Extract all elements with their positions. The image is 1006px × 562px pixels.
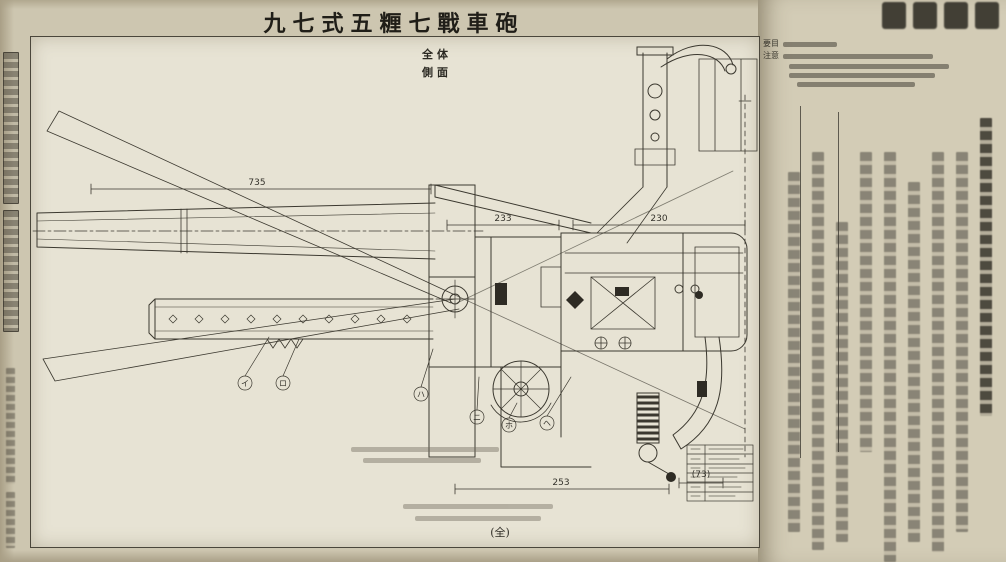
notes-block: 要目 注意 (763, 40, 999, 91)
glyph-block (913, 2, 937, 29)
callout-label: ロ (279, 379, 287, 388)
reference-extension-line (800, 106, 801, 458)
printed-text-column (980, 118, 992, 416)
callout-leaders (237, 336, 572, 433)
printed-text-column (860, 152, 872, 452)
dimension-lines (90, 183, 746, 495)
printed-text-column (956, 152, 968, 532)
view-label-side: 側面 (422, 66, 452, 79)
printed-text-column (908, 182, 920, 542)
bold-heading-glyphs (882, 2, 999, 29)
reference-line (738, 94, 752, 458)
glyph-block (944, 2, 968, 29)
printed-text-column (884, 152, 896, 562)
dimension-label: 735 (248, 178, 265, 188)
printed-text-column (812, 152, 824, 550)
legend-table (686, 444, 754, 502)
note-line (763, 73, 999, 78)
blurred-text-line (783, 53, 933, 59)
blurred-caption (351, 447, 553, 521)
callout-label: イ (241, 379, 249, 388)
note-line: 注意 (763, 52, 999, 60)
printed-text-column (788, 172, 800, 532)
view-label-overall: 全体 (422, 48, 452, 61)
callout-label: ニ (473, 413, 481, 422)
gun-barrel (36, 202, 436, 260)
glyph-block (882, 2, 906, 29)
elevation-lines (32, 110, 746, 430)
dimension-label: (73) (692, 470, 710, 480)
callout-label: ハ (417, 390, 425, 399)
reference-extension-line (838, 112, 839, 452)
printed-text-columns (762, 112, 1002, 562)
cradle (148, 298, 434, 349)
printed-text-column (932, 152, 944, 552)
callout-label: ヘ (543, 419, 551, 428)
note-line (763, 82, 999, 87)
archive-stamp (3, 210, 19, 332)
margin-vertical-text (6, 492, 15, 548)
plate-number: (全) (490, 526, 510, 539)
page-title: 九七式五糎七戰車砲 (263, 11, 525, 37)
printed-text-column (836, 222, 848, 542)
blurred-text-line (797, 82, 915, 87)
traversing-crank (636, 392, 670, 475)
blurred-text-line (789, 73, 935, 78)
filled-details (495, 283, 707, 482)
note-line: 要目 (763, 40, 999, 48)
archive-stamp (3, 52, 19, 204)
trunnion-pivot (435, 279, 475, 319)
blurred-text-line (783, 41, 837, 47)
breech-assembly (428, 184, 592, 468)
margin-vertical-text (6, 368, 15, 484)
drawing-panel: 735 233 230 253 (73) イ ロ ハ ニ ホ ヘ (30, 36, 760, 548)
note-line (763, 64, 999, 69)
recoil-housing (560, 58, 758, 450)
glyph-block (975, 2, 999, 29)
adjacent-book-page (758, 0, 1006, 562)
dimension-label: 230 (650, 214, 667, 224)
dimension-label: 233 (494, 214, 511, 224)
callout-label: ホ (505, 421, 513, 430)
notes-caution-label: 注意 (763, 51, 779, 60)
blurred-text-line (789, 64, 949, 69)
notes-heading: 要目 (763, 39, 779, 48)
dimension-label: 253 (552, 478, 569, 488)
gun-diagram: 735 233 230 253 (73) イ ロ ハ ニ ホ ヘ (32, 44, 758, 521)
elevating-handwheel (490, 360, 552, 423)
circle-cross-marks (594, 336, 632, 350)
